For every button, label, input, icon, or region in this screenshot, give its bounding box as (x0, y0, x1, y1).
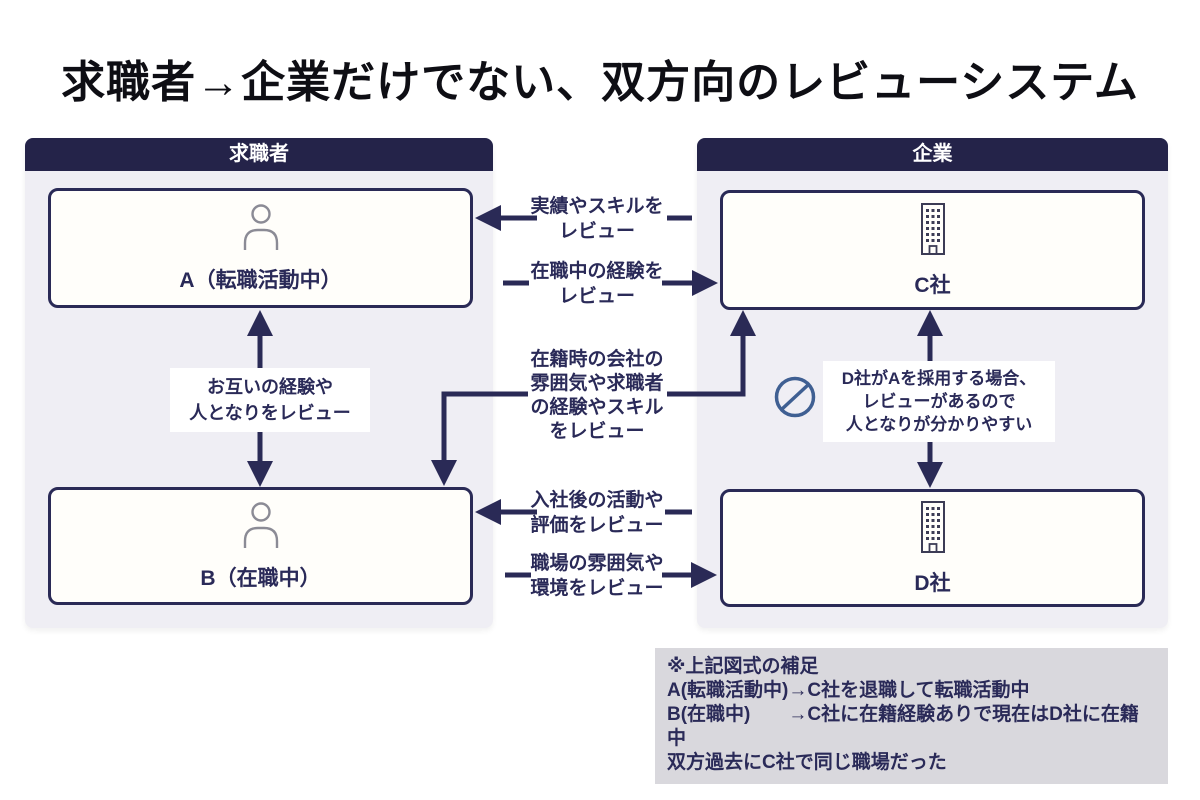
person-icon (239, 501, 283, 554)
footnote-line: ※上記図式の補足 (667, 656, 819, 677)
node-d: D社 (720, 489, 1145, 607)
panel-job-seeker: 求職者 A（転職活動中） B（在職中） (25, 138, 493, 628)
page-title: 求職者→企業だけでない、双方向のレビューシステム (61, 58, 1139, 107)
arrow-label-middle: 在籍時の会社の 雰囲気や求職者 の経験やスキル をレビュー (530, 349, 664, 442)
arrow-label-d-to-b: 入社後の活動や 評価をレビュー (530, 490, 664, 536)
node-c: C社 (720, 190, 1145, 310)
arrow-label-c-to-a: 実績やスキルを レビュー (530, 196, 664, 242)
hiring-note-label: D社がAを採用する場合、 レビューがあるので 人となりが分かりやすい (823, 361, 1055, 442)
arrow-label-b-to-d: 職場の雰囲気や 環境をレビュー (530, 553, 664, 599)
node-b-label: B（在職中） (200, 566, 321, 590)
footnote-box: ※上記図式の補足 A(転職活動中)→C社を退職して転職活動中 B(在職中) →C… (655, 648, 1168, 784)
footnote-line: A(転職活動中)→C社を退職して転職活動中 (667, 680, 1030, 701)
building-icon (915, 500, 951, 559)
footnote-line: B(在職中) →C社に在籍経験ありで現在はD社に在籍中 (667, 704, 1139, 749)
node-a-label: A（転職活動中） (179, 268, 342, 292)
node-c-label: C社 (914, 273, 951, 297)
footnote-line: 双方過去にC社で同じ職場だった (667, 752, 947, 773)
node-a: A（転職活動中） (48, 188, 473, 308)
node-b: B（在職中） (48, 487, 473, 605)
person-icon (239, 203, 283, 256)
panel-job-seeker-header: 求職者 (25, 138, 493, 171)
node-d-label: D社 (914, 571, 951, 595)
panel-company-header: 企業 (697, 138, 1168, 171)
mutual-review-label: お互いの経験や 人となりをレビュー (170, 368, 370, 432)
arrow-label-a-to-c: 在職中の経験を レビュー (530, 261, 664, 307)
building-icon (915, 202, 951, 261)
